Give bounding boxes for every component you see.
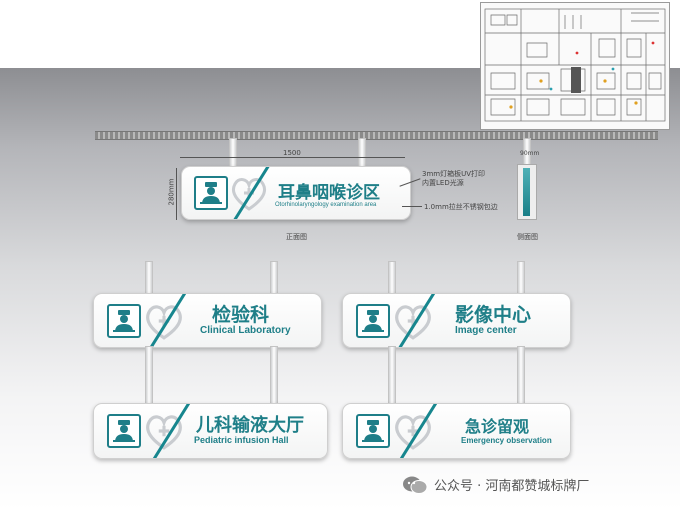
floor-plan-thumbnail <box>480 2 670 130</box>
width-dimension-line <box>180 157 405 158</box>
floor-plan-drawing <box>484 8 666 122</box>
sign-title: 检验科 <box>212 304 270 326</box>
sign-title: 耳鼻咽喉诊区 <box>278 183 380 203</box>
side-view-drawing <box>517 164 537 220</box>
heart-logo-icon <box>146 415 182 450</box>
hanging-rod <box>517 261 525 296</box>
hanging-rod <box>270 346 278 406</box>
sign-emergency-observation: 急诊留观 Emergency observation <box>342 403 571 459</box>
note-led: 内置LED光源 <box>422 179 464 187</box>
hanging-rod <box>145 346 153 406</box>
sign-subtitle: Image center <box>455 325 517 336</box>
side-view-label: 侧面图 <box>517 233 538 241</box>
side-dimension: 90mm <box>520 150 540 157</box>
watermark: 公众号 · 河南都赞城标牌厂 <box>392 472 677 498</box>
side-view-bar <box>523 168 530 216</box>
leader-line <box>402 206 422 207</box>
hanging-rod <box>229 138 237 168</box>
height-dimension: 280mm <box>167 178 176 206</box>
note-lightbox: 3mm灯箱板UV打印 <box>422 170 486 178</box>
sign-subtitle: Pediatric infusion Hall <box>194 435 289 445</box>
front-view-label: 正面图 <box>286 233 307 241</box>
sign-title: 儿科输液大厅 <box>196 415 304 436</box>
ceiling-rail <box>95 131 658 140</box>
doctor-icon <box>107 304 141 338</box>
hanging-rod <box>270 261 278 296</box>
doctor-icon <box>194 176 228 210</box>
watermark-text: 公众号 · 河南都赞城标牌厂 <box>434 479 590 494</box>
hanging-rod <box>358 138 366 168</box>
hanging-rod <box>388 346 396 406</box>
sign-subtitle: Emergency observation <box>461 436 552 445</box>
wechat-icon <box>403 476 428 494</box>
hanging-rod <box>145 261 153 296</box>
sign-clinical-laboratory: 检验科 Clinical Laboratory <box>93 293 322 348</box>
sign-title: 影像中心 <box>455 304 532 326</box>
doctor-icon <box>356 304 390 338</box>
sign-image-center: 影像中心 Image center <box>342 293 571 348</box>
sign-otorhinolaryngology: 耳鼻咽喉诊区 Otorhinolaryngology examination a… <box>181 166 411 220</box>
height-dimension-line <box>176 168 177 220</box>
sign-title: 急诊留观 <box>465 417 530 436</box>
width-dimension: 1500 <box>283 149 301 157</box>
note-edge: 1.0mm拉丝不锈钢包边 <box>424 203 498 211</box>
sign-subtitle: Clinical Laboratory <box>200 325 291 336</box>
sign-pediatric-infusion-hall: 儿科输液大厅 Pediatric infusion Hall <box>93 403 328 459</box>
hanging-rod <box>517 346 525 406</box>
hanging-rod <box>388 261 396 296</box>
sign-subtitle: Otorhinolaryngology examination area <box>275 202 377 208</box>
doctor-icon <box>356 414 390 448</box>
doctor-icon <box>107 414 141 448</box>
